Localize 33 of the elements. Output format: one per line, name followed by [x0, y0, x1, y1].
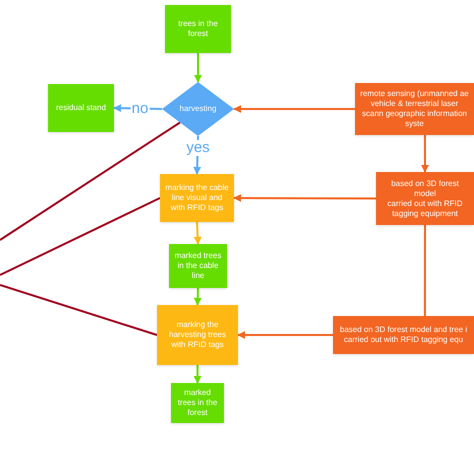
node-text: remote sensing (unmanned ae vehicle & terrestrial laser scann geographic information syste [359, 89, 470, 129]
connector-line [0, 284, 158, 336]
arrow [233, 194, 376, 202]
process-box [160, 174, 234, 222]
arrow [194, 222, 202, 245]
process-box [376, 172, 474, 225]
arrow [421, 135, 429, 173]
node-text: trees in the forest [177, 19, 219, 39]
arrow [233, 105, 355, 113]
process-box [48, 84, 114, 132]
arrow [194, 53, 202, 83]
connector-line [0, 122, 181, 241]
connector-line [0, 197, 160, 276]
process-box [171, 383, 224, 423]
node-text: carried out with RFID tagging equ [344, 335, 464, 345]
arrow [194, 288, 202, 306]
node-text: carried out with RFID tagging equipment [386, 198, 464, 218]
arrow [194, 365, 202, 384]
node-text: harvesting [180, 104, 216, 114]
process-box [355, 83, 474, 135]
node-text: marking the harvesting trees with RFID tags [168, 320, 227, 350]
process-box [169, 244, 227, 288]
node-text: residual stand [56, 103, 106, 113]
node-text: based on 3D forest model and tree i [340, 325, 468, 335]
process-box [333, 316, 474, 354]
edge-label: yes [185, 140, 211, 156]
node-text: marking the cable line visual and with RFID tags [164, 183, 230, 213]
process-box [157, 305, 238, 365]
process-box [165, 5, 231, 53]
connector-line [424, 225, 426, 316]
node-text: marked trees in the forest [176, 388, 218, 418]
arrow [237, 331, 333, 339]
node-text: marked trees in the cable line [174, 251, 222, 281]
